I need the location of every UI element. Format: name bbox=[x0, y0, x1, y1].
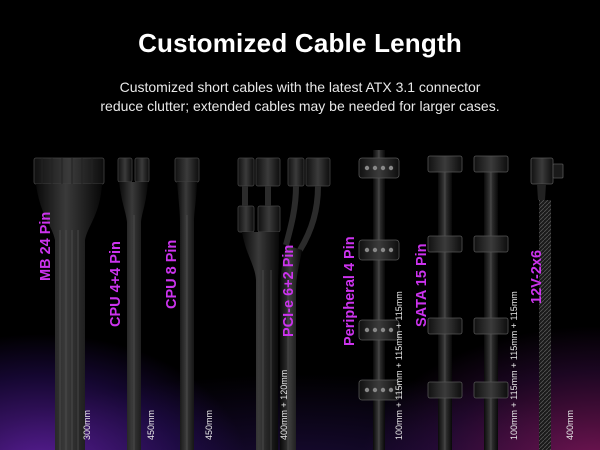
subtitle-line-1: Customized short cables with the latest … bbox=[119, 79, 481, 95]
pcie-connector-5 bbox=[237, 205, 255, 233]
12v-2x6-cable bbox=[530, 157, 564, 450]
pcie-connector-1 bbox=[237, 157, 255, 187]
banner-subtitle: Customized short cables with the latest … bbox=[40, 78, 560, 116]
label-sata-15pin: SATA 15 Pin bbox=[414, 243, 430, 327]
cpu-4pin-connector-a bbox=[117, 157, 133, 183]
molex-connector-3 bbox=[358, 319, 400, 341]
pcie-connector-4 bbox=[305, 157, 331, 187]
length-12v-2x6: 400mm bbox=[565, 409, 575, 440]
pcie-connector-6 bbox=[257, 205, 281, 233]
length-peripheral-4pin: 100mm + 115mm + 115mm + 115mm bbox=[394, 291, 404, 440]
cpu-8pin-connector bbox=[174, 157, 200, 183]
pcie-connector-3 bbox=[287, 157, 305, 187]
sata-connector-b3 bbox=[473, 317, 509, 335]
label-cpu-44pin: CPU 4+4 Pin bbox=[108, 241, 124, 327]
cpu-8pin-cable bbox=[174, 157, 200, 450]
cpu-4pin-connector-b bbox=[134, 157, 150, 183]
cpu-44pin-cable bbox=[117, 157, 150, 450]
mb-24pin-connector bbox=[33, 157, 105, 185]
length-sata-15pin: 100mm + 115mm + 115mm + 115mm bbox=[509, 291, 519, 440]
label-12v-2x6: 12V-2x6 bbox=[529, 249, 545, 304]
length-cpu-8pin: 450mm bbox=[204, 409, 214, 440]
molex-connector-1 bbox=[358, 157, 400, 179]
length-cpu-44pin: 450mm bbox=[146, 409, 156, 440]
sata-connector-a2 bbox=[427, 235, 463, 253]
label-mb-24pin: MB 24 Pin bbox=[38, 211, 54, 281]
sata-connector-b1 bbox=[473, 155, 509, 173]
length-pcie-62pin: 400mm + 120mm bbox=[279, 369, 289, 440]
mb-24pin-cable bbox=[33, 157, 105, 450]
label-pcie-62pin: PCI-e 6+2 Pin bbox=[281, 244, 297, 337]
sata-connector-a4 bbox=[427, 381, 463, 399]
length-mb-24pin: 300mm bbox=[82, 409, 92, 440]
pcie-62pin-cable bbox=[237, 157, 331, 450]
molex-connector-2 bbox=[358, 239, 400, 261]
label-cpu-8pin: CPU 8 Pin bbox=[164, 239, 180, 309]
sata-connector-b4 bbox=[473, 381, 509, 399]
sata-connector-a3 bbox=[427, 317, 463, 335]
12v-2x6-connector bbox=[530, 157, 554, 185]
peripheral-4pin-cable bbox=[358, 150, 400, 450]
subtitle-line-2: reduce clutter; extended cables may be n… bbox=[100, 98, 500, 114]
sata-15pin-cable bbox=[427, 155, 509, 450]
molex-connector-4 bbox=[358, 379, 400, 401]
banner-title: Customized Cable Length bbox=[138, 28, 462, 58]
sata-connector-a1 bbox=[427, 155, 463, 173]
pcie-connector-2 bbox=[255, 157, 281, 187]
label-peripheral-4pin: Peripheral 4 Pin bbox=[342, 236, 358, 346]
sata-connector-b2 bbox=[473, 235, 509, 253]
